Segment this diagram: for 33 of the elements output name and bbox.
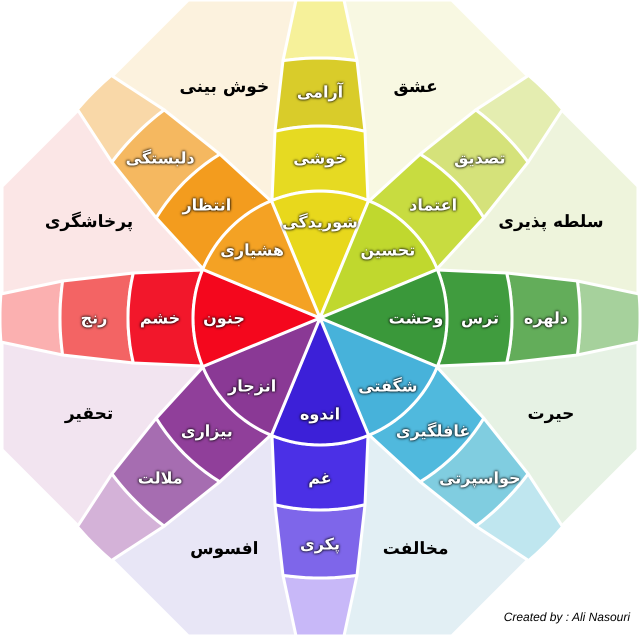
emotion-label: آرامی — [296, 82, 344, 102]
emotion-label: تصدیق — [454, 148, 506, 168]
emotion-label: خوش بینی — [179, 77, 270, 98]
emotion-label: ملالت — [138, 468, 183, 488]
emotion-label: شوریدگی — [282, 212, 358, 232]
emotion-label: سلطه پذیری — [498, 212, 604, 232]
emotion-label: ترس — [460, 308, 500, 328]
emotion-label: جنون — [203, 308, 245, 328]
emotion-label: پکری — [300, 534, 340, 554]
emotion-label: وحشت — [388, 308, 444, 328]
emotion-label: تحقیر — [64, 404, 114, 424]
credit-text: Created by : Ali Nasouri — [504, 610, 630, 624]
emotion-label: عشق — [394, 77, 438, 98]
emotion-label: تحسین — [360, 240, 416, 260]
emotion-label: انتظار — [182, 195, 232, 214]
emotion-label: دلبستگی — [126, 148, 195, 168]
emotion-label: حیرت — [528, 404, 574, 424]
emotion-label: حواسپرتی — [439, 468, 521, 488]
emotion-label: اندوه — [300, 404, 340, 424]
emotion-label: اعتماد — [409, 195, 458, 214]
emotion-label: غم — [308, 468, 332, 488]
emotion-label: افسوس — [190, 538, 259, 559]
emotion-label: مخالفت — [382, 538, 449, 559]
emotion-label: خشم — [140, 308, 180, 328]
emotion-label: دلهره — [524, 308, 568, 328]
emotion-label: پرخاشگری — [44, 212, 134, 232]
emotion-label: شگفتی — [358, 376, 418, 396]
emotion-label: انزجار — [228, 376, 276, 396]
emotion-label: هشیاری — [220, 240, 284, 260]
emotion-label: بیزاری — [180, 422, 233, 441]
emotion-label: غافلگیری — [396, 422, 470, 441]
emotion-label: رنج — [80, 308, 108, 328]
emotion-label: خوشی — [293, 148, 347, 168]
